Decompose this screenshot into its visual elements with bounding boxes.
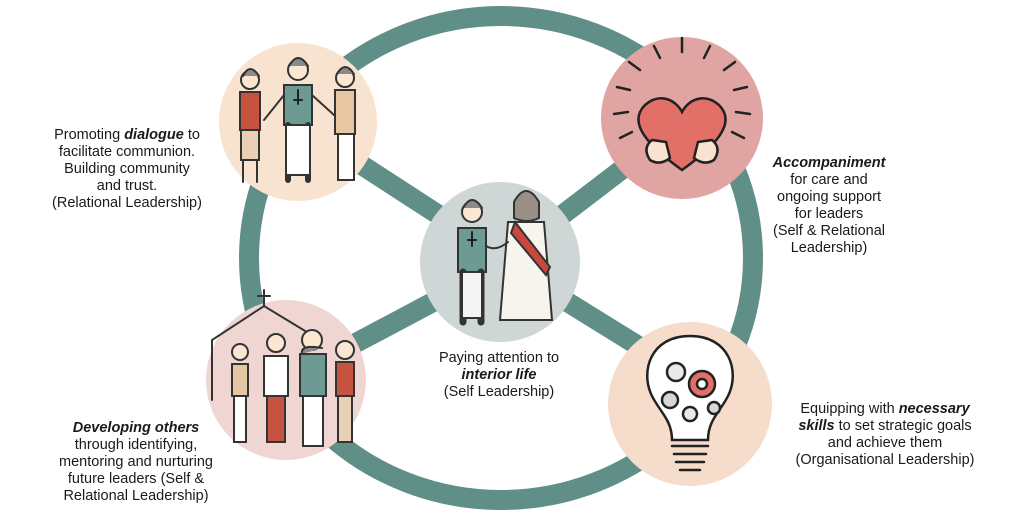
skills-label: Equipping with necessary skills to set s…: [775, 401, 995, 469]
accompaniment-node: [601, 36, 763, 199]
hands-holding-heart-icon: [612, 36, 752, 172]
accompaniment-line-6: Leadership): [790, 240, 868, 256]
dialogue-bold-text: dialogue: [124, 127, 184, 143]
dialogue-line-4: and trust.: [96, 178, 158, 194]
developing-bold-text: Developing others: [72, 420, 200, 436]
developing-node: [206, 289, 366, 460]
accompaniment-label: Accompaniment for care and ongoing suppo…: [746, 155, 912, 257]
accompaniment-line-5: (Self & Relational: [772, 223, 886, 239]
developing-line-2: through identifying,: [74, 437, 198, 453]
dialogue-line-2: facilitate communion.: [58, 144, 196, 160]
interior-node: [420, 182, 580, 342]
three-people-talking-icon: [239, 57, 356, 183]
interior-label: Paying attention to interior life (Self …: [416, 350, 582, 401]
dialogue-line-1: Promoting dialogue to: [14, 127, 240, 144]
interior-line-1: Paying attention to: [438, 350, 560, 366]
developing-line-4: future leaders (Self &: [67, 471, 205, 487]
interior-line-3: (Self Leadership): [443, 384, 555, 400]
dialogue-label: Promoting dialogue to facilitate communi…: [14, 127, 240, 212]
dialogue-line-3: Building community: [64, 161, 190, 177]
dialogue-post-text: to: [183, 127, 200, 143]
developing-line-5: Relational Leadership): [63, 488, 209, 504]
dialogue-line-5: (Relational Leadership): [52, 195, 202, 211]
community-at-church-icon: [211, 289, 355, 447]
skills-line-3: and achieve them: [827, 435, 943, 451]
skills-line-4: (Organisational Leadership): [795, 452, 975, 468]
accompaniment-line-4: for leaders: [794, 206, 864, 222]
accompaniment-line-2: for care and: [790, 172, 868, 188]
outer-ring: [239, 6, 763, 510]
interior-bold-text: interior life: [461, 367, 537, 383]
developing-line-3: mentoring and nurturing: [59, 454, 213, 470]
dialogue-node: [219, 43, 377, 201]
developing-label: Developing others through identifying, m…: [32, 420, 240, 505]
skills-pre-text: Equipping with: [800, 401, 899, 417]
skills-post-text: to set strategic goals: [834, 418, 972, 434]
accompaniment-line-3: ongoing support: [777, 189, 881, 205]
skills-bold-text: necessary: [898, 401, 970, 417]
lightbulb-gears-icon: [646, 334, 734, 472]
accompaniment-bold-text: Accompaniment: [772, 155, 886, 171]
skills-bold-text-2: skills: [798, 418, 835, 434]
dialogue-pre-text: Promoting: [54, 127, 125, 143]
skills-node: [608, 322, 772, 486]
priest-and-jesus-icon: [457, 190, 554, 326]
